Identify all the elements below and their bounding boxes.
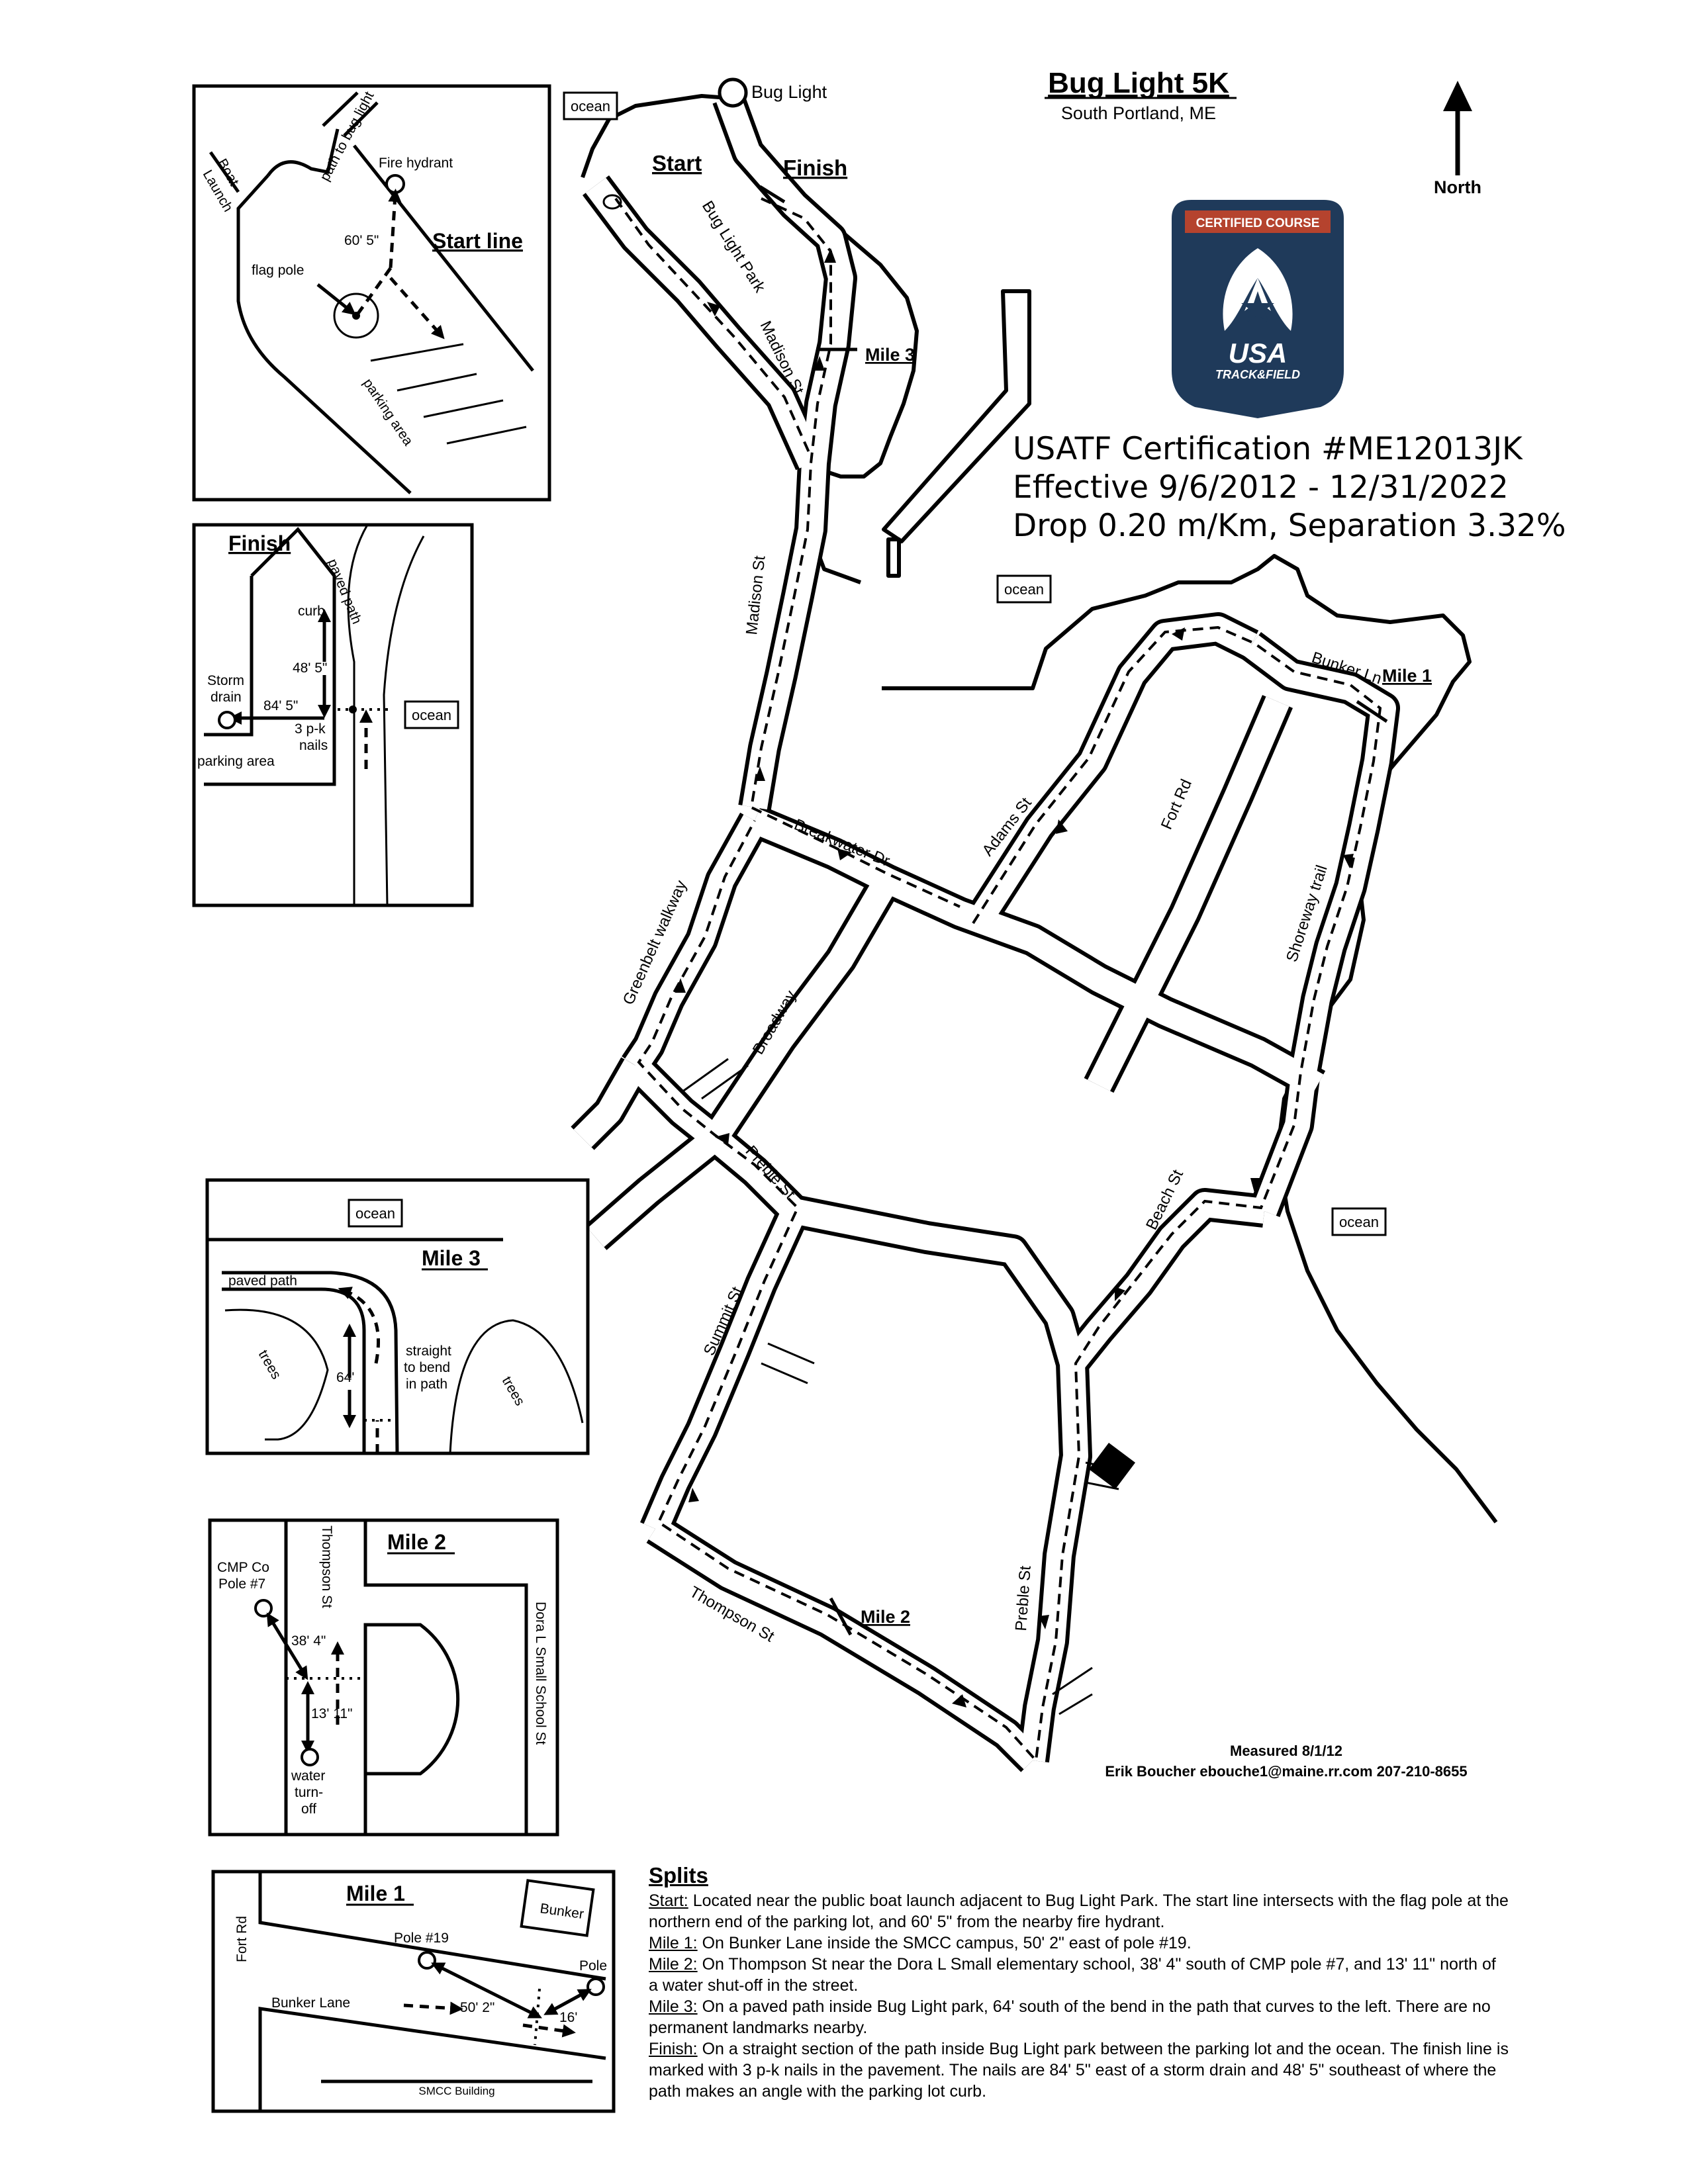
badge-org-sub: TRACK&FIELD [1215, 368, 1300, 381]
svg-text:64': 64' [336, 1370, 354, 1385]
split-mile3: Mile 3: On a paved path inside Bug Light… [649, 1997, 1491, 2037]
svg-text:48' 5": 48' 5" [293, 660, 327, 676]
svg-text:Storm: Storm [207, 673, 244, 688]
svg-text:13' 11": 13' 11" [311, 1706, 352, 1721]
svg-text:to bend: to bend [404, 1360, 450, 1375]
fire-hydrant-icon [385, 174, 405, 194]
svg-text:ocean: ocean [1004, 581, 1044, 598]
svg-text:CMP Co: CMP Co [217, 1560, 269, 1575]
svg-text:ocean: ocean [571, 98, 610, 114]
svg-text:60' 5": 60' 5" [344, 233, 379, 248]
direction-arrow-icons [675, 248, 1354, 1707]
course-route-loop [637, 625, 1382, 1764]
certification-drop: Drop 0.20 m/Km, Separation 3.32% [1013, 508, 1566, 544]
mile2-marker [829, 1597, 853, 1636]
svg-text:16': 16' [559, 2010, 577, 2025]
svg-text:straight: straight [406, 1343, 451, 1359]
svg-text:off: off [301, 1801, 316, 1817]
pole-icon [586, 1978, 605, 1996]
svg-text:Mile 2: Mile 2 [387, 1530, 446, 1554]
svg-text:Bunker Lane: Bunker Lane [271, 1995, 350, 2011]
svg-text:SMCC Building: SMCC Building [418, 2085, 494, 2097]
label-start: Start [652, 151, 702, 175]
splits-heading: Splits [649, 1863, 708, 1888]
inset-mile1: Mile 1 Fort Rd Bunker Pole #19 Pole Bunk… [211, 1870, 616, 2113]
start-marker-icon [602, 194, 622, 210]
split-finish: Finish: On a straight section of the pat… [649, 2040, 1509, 2101]
label-bug-light: Bug Light [751, 82, 827, 102]
course-route-north [749, 197, 961, 908]
svg-text:water: water [291, 1768, 325, 1784]
ocean-label-1: ocean [563, 91, 618, 120]
svg-text:turn-: turn- [295, 1785, 323, 1800]
splits-section: Splits Start: Located near the public bo… [649, 1863, 1509, 2102]
svg-text:Mile 3: Mile 3 [422, 1246, 481, 1270]
ocean-label-2: ocean [996, 574, 1052, 604]
svg-text:Start line: Start line [432, 229, 523, 253]
svg-text:ocean: ocean [355, 1205, 395, 1222]
svg-text:Finish: Finish [228, 531, 291, 555]
ocean-label-3: ocean [1331, 1207, 1387, 1236]
svg-text:38' 4": 38' 4" [291, 1633, 326, 1649]
measurer-contact: Erik Boucher ebouche1@maine.rr.com 207-2… [1105, 1763, 1467, 1780]
split-mile2: Mile 2: On Thompson St near the Dora L S… [649, 1955, 1496, 1995]
mile1-marker [1356, 700, 1388, 723]
svg-text:drain: drain [211, 690, 242, 705]
svg-text:Pole #7: Pole #7 [218, 1576, 265, 1592]
svg-text:Pole: Pole [579, 1958, 607, 1974]
map-title: Bug Light 5K [1048, 67, 1229, 99]
measured-date: Measured 8/1/12 [1230, 1743, 1342, 1759]
svg-text:3 p-k: 3 p-k [295, 721, 326, 737]
svg-text:84' 5": 84' 5" [263, 698, 298, 713]
label-preble-st-2: Preble St [1012, 1565, 1035, 1632]
label-fort-rd: Fort Rd [1158, 776, 1196, 832]
water-turnoff-icon [301, 1748, 319, 1766]
flag-pole-icon [333, 293, 379, 339]
svg-text:paved path: paved path [228, 1273, 297, 1289]
svg-text:flag pole: flag pole [252, 263, 304, 278]
svg-text:ocean: ocean [412, 707, 451, 723]
north-arrow-icon [1443, 81, 1472, 175]
svg-text:Dora L Small School St: Dora L Small School St [533, 1602, 548, 1745]
svg-text:curb: curb [298, 604, 325, 619]
certification-block: USATF Certification #ME12013JK Effective… [1013, 430, 1566, 545]
svg-text:Thompson St: Thompson St [319, 1525, 334, 1608]
coastline-east [882, 554, 1498, 1524]
pole19-icon [418, 1951, 436, 1970]
svg-text:ocean: ocean [1339, 1214, 1379, 1230]
label-mile2: Mile 2 [861, 1607, 910, 1627]
badge-org-text: USA [1229, 338, 1288, 369]
svg-text:50' 2": 50' 2" [460, 2000, 494, 2015]
bug-light-icon [718, 77, 748, 108]
inset-mile3: ocean Mile 3 paved path trees trees 64' … [205, 1178, 590, 1455]
svg-text:in path: in path [406, 1377, 447, 1392]
split-start: Start: Located near the public boat laun… [649, 1891, 1509, 1931]
split-mile1: Mile 1: On Bunker Lane inside the SMCC c… [649, 1934, 1192, 1952]
label-mile1: Mile 1 [1382, 666, 1432, 686]
svg-text:nails: nails [299, 738, 328, 753]
label-madison-st-2: Madison St [743, 555, 769, 636]
svg-text:parking area: parking area [197, 754, 275, 769]
svg-text:Fire hydrant: Fire hydrant [379, 156, 453, 171]
svg-text:Pole #19: Pole #19 [394, 1931, 449, 1946]
label-finish: Finish [783, 156, 847, 180]
map-subtitle: South Portland, ME [1061, 103, 1216, 123]
svg-text:Fort Rd: Fort Rd [234, 1916, 250, 1962]
usatf-badge-icon: CERTIFIED COURSE USA TRACK&FIELD [1172, 200, 1344, 418]
svg-text:Mile 1: Mile 1 [346, 1882, 405, 1905]
badge-top-text: CERTIFIED COURSE [1196, 216, 1320, 230]
inset-finish: Finish paved path curb 48' 5" Storm drai… [192, 523, 474, 907]
cmp-pole-icon [254, 1599, 273, 1617]
certification-effective: Effective 9/6/2012 - 12/31/2022 [1013, 469, 1509, 506]
storm-drain-icon [218, 711, 236, 729]
inset-mile2: Mile 2 CMP Co Pole #7 Thompson St 38' 4"… [208, 1518, 559, 1837]
label-mile3: Mile 3 [865, 345, 915, 365]
finish-line-marker [759, 185, 786, 204]
certification-number: USATF Certification #ME12013JK [1013, 431, 1523, 467]
inset-start: path to bug light Boat Launch Fire hydra… [192, 84, 551, 502]
north-label: North [1434, 177, 1481, 197]
label-bug-light-park: Bug Light Park [698, 198, 769, 296]
